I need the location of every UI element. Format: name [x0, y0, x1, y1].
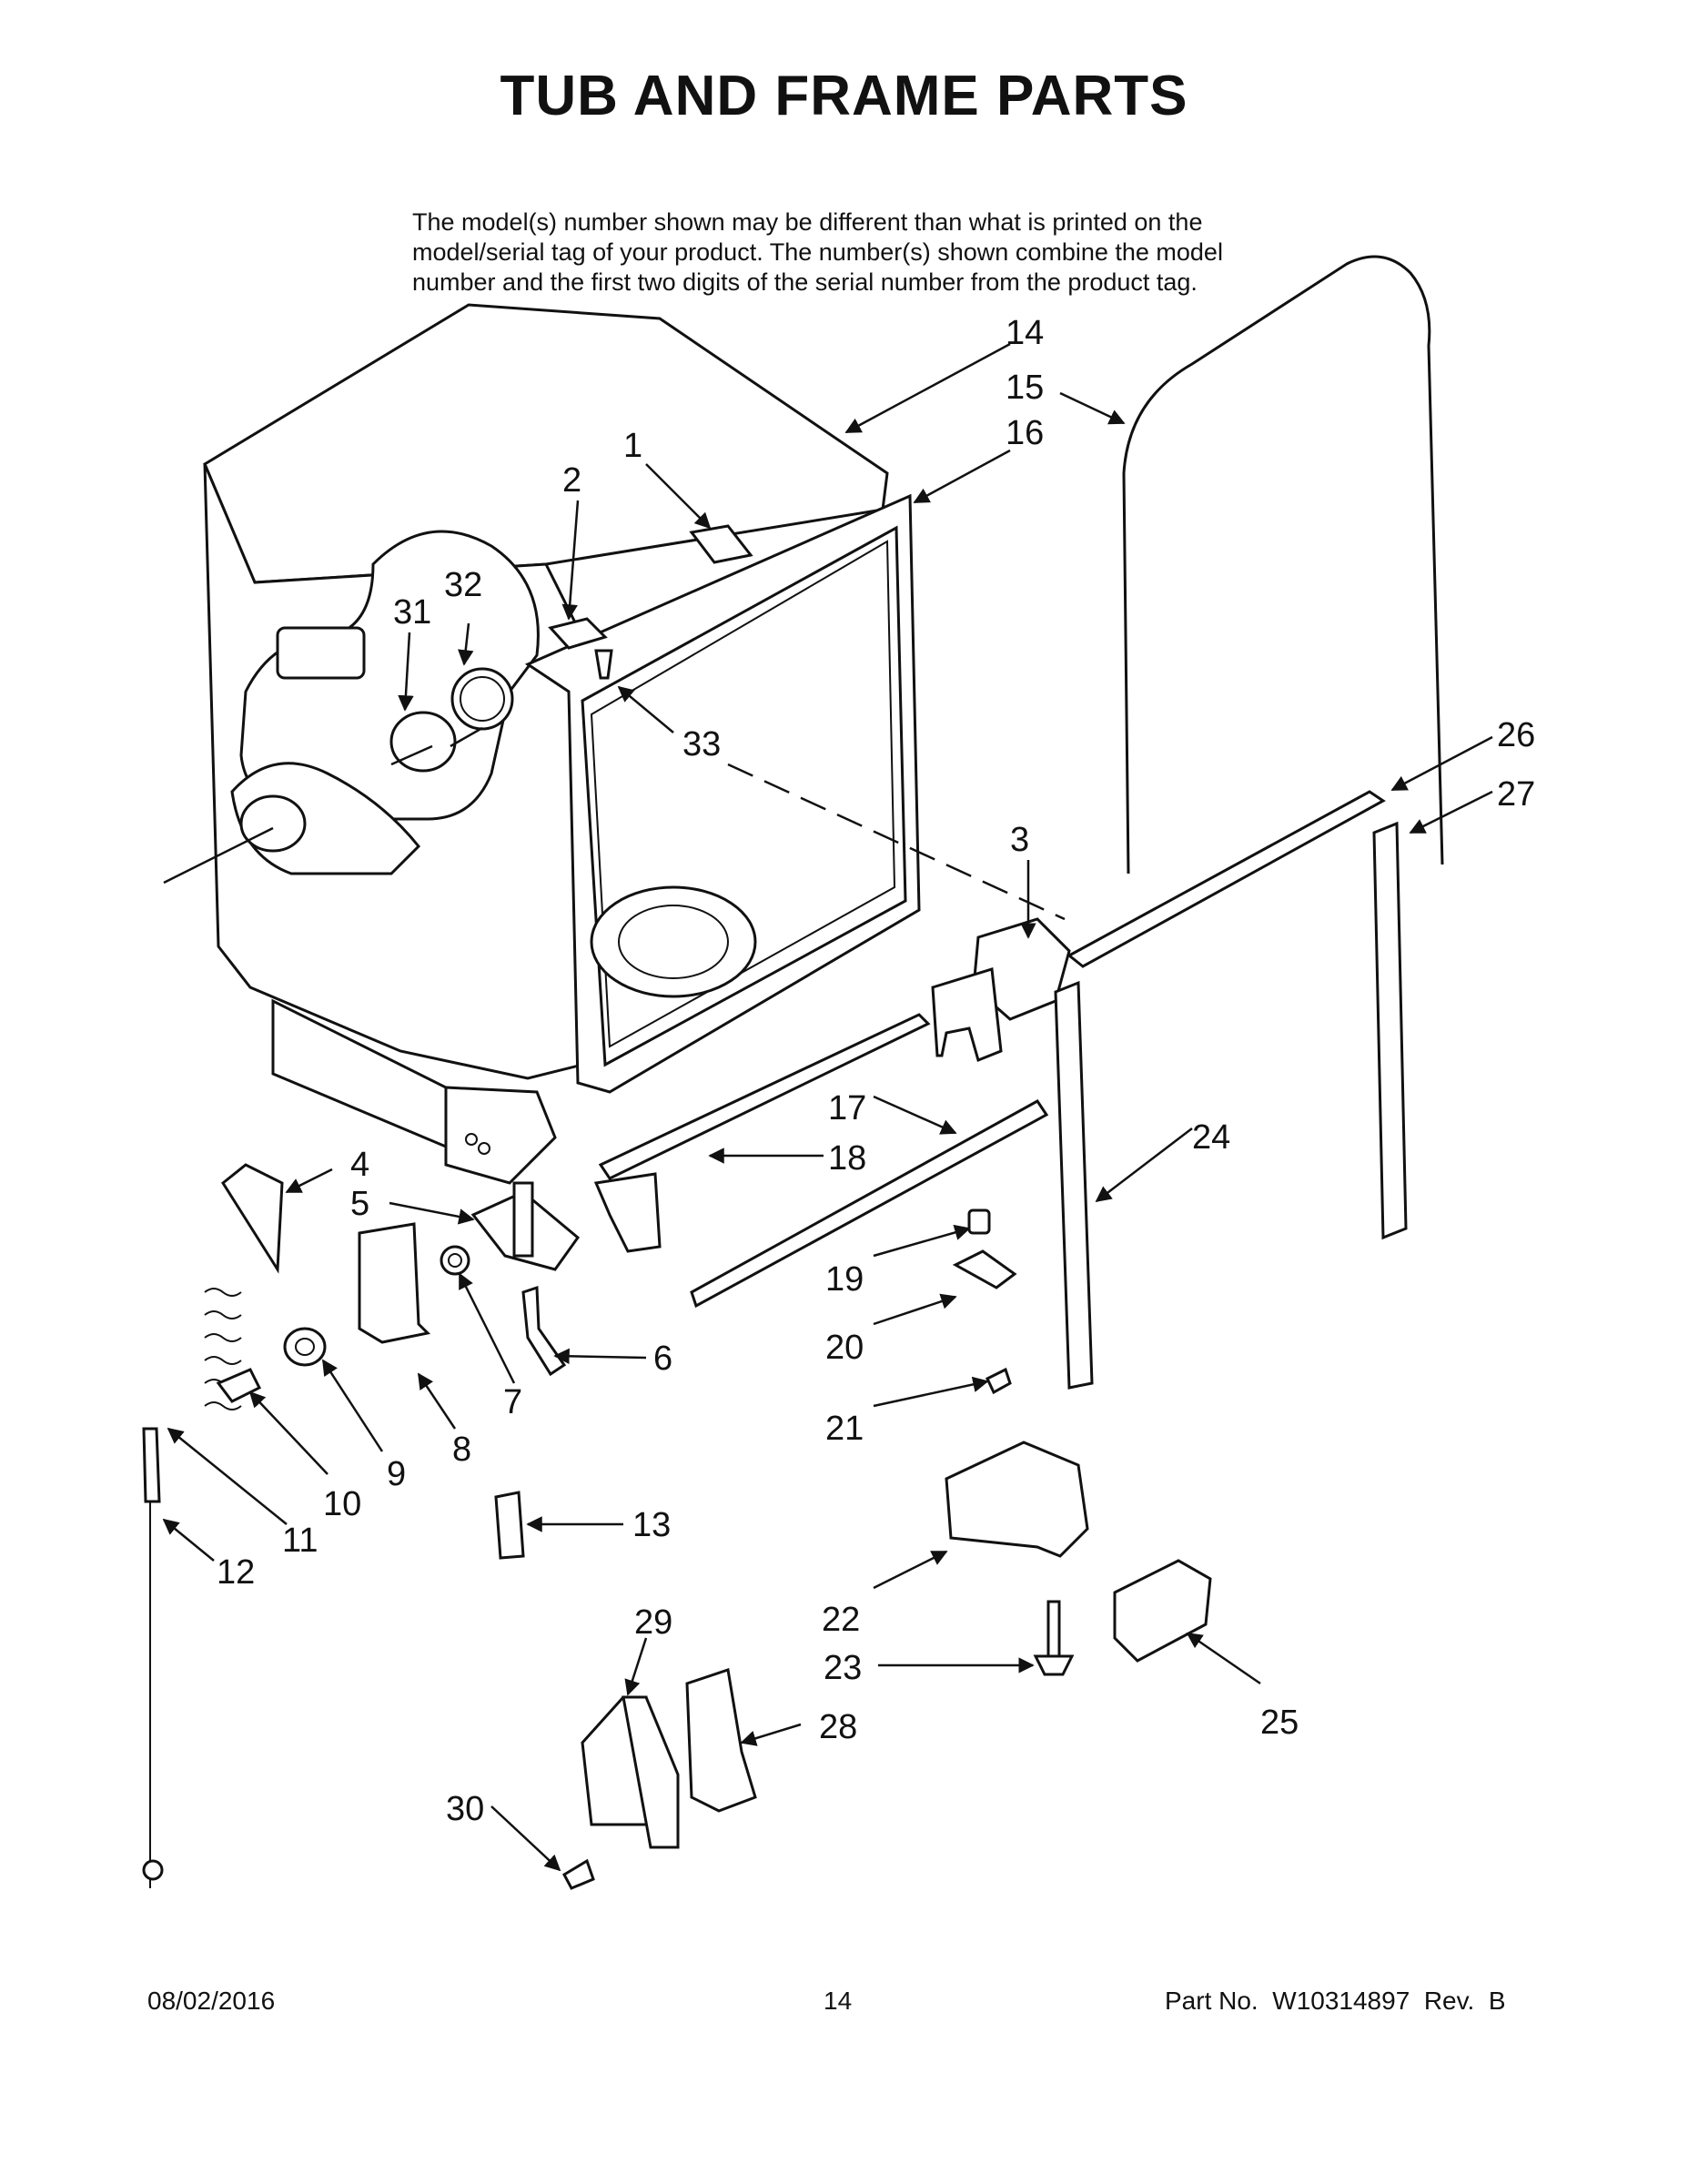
page-title: TUB AND FRAME PARTS [500, 65, 1188, 127]
part-cable-12 [142, 1427, 164, 1888]
notice-line: The model(s) number shown may be differe… [412, 208, 1203, 236]
callout-2: 2 [562, 461, 581, 500]
callout-24: 24 [1192, 1118, 1230, 1157]
footer-page-number: 14 [824, 1987, 853, 2015]
callout-22: 22 [822, 1601, 860, 1639]
callout-28: 28 [819, 1708, 857, 1746]
callout-13: 13 [632, 1506, 671, 1544]
part-strip-26 [1066, 790, 1386, 968]
callout-33: 33 [682, 725, 721, 763]
part-clip-13 [494, 1491, 525, 1560]
callout-26: 26 [1497, 716, 1535, 754]
footer-part-number: Part No. W10314897 Rev. B [1165, 1987, 1506, 2015]
callout-9: 9 [387, 1455, 406, 1493]
callout-labels: 1 2 3 4 5 6 7 8 9 10 11 12 13 14 15 16 1… [217, 314, 1535, 1828]
callout-23: 23 [824, 1649, 862, 1687]
notice-line: number and the first two digits of the s… [412, 268, 1198, 296]
part-rail-17 [690, 1099, 1049, 1309]
callout-20: 20 [825, 1329, 864, 1367]
part-clip-6 [521, 1285, 567, 1377]
callout-19: 19 [825, 1260, 864, 1299]
callout-11: 11 [282, 1522, 318, 1560]
part-leg-23 [1033, 1600, 1075, 1676]
part-bracket-22 [945, 1441, 1089, 1558]
callout-7: 7 [503, 1383, 522, 1421]
part-screw-33 [594, 649, 613, 680]
callout-15: 15 [1006, 369, 1044, 407]
callout-14: 14 [1006, 314, 1044, 352]
callout-32: 32 [444, 566, 482, 604]
part-strip-27 [1372, 821, 1408, 1240]
dishwasher-tub [203, 303, 921, 1185]
part-rail-18 [593, 1013, 931, 1253]
callout-10: 10 [323, 1485, 361, 1523]
callout-16: 16 [1006, 414, 1044, 452]
callout-8: 8 [452, 1431, 471, 1469]
callout-21: 21 [825, 1410, 864, 1448]
callout-29: 29 [634, 1603, 672, 1642]
callout-5: 5 [350, 1185, 369, 1223]
part-side-strip-24 [1054, 980, 1094, 1390]
part-screw-21 [986, 1367, 1012, 1395]
callout-3: 3 [1010, 821, 1029, 859]
part-pulley-9 [283, 1327, 327, 1367]
part-plate-8 [358, 1222, 431, 1344]
part-clip-2 [548, 617, 608, 650]
notice-line: model/serial tag of your product. The nu… [412, 238, 1223, 266]
part-bracket-28 [685, 1668, 757, 1813]
callout-30: 30 [446, 1790, 484, 1828]
callout-25: 25 [1260, 1704, 1299, 1742]
callout-12: 12 [217, 1553, 255, 1592]
callout-31: 31 [393, 593, 431, 632]
part-panel-29 [581, 1695, 680, 1849]
part-door-gasket-15 [1122, 255, 1444, 875]
part-leveler-19 [952, 1208, 1017, 1289]
part-vent-3 [931, 917, 1071, 1063]
part-cover-25 [1113, 1559, 1212, 1663]
callout-6: 6 [653, 1340, 672, 1378]
leader-lines [162, 342, 1493, 1872]
part-pin-10 [216, 1368, 262, 1403]
part-screw-30 [562, 1858, 595, 1890]
callout-4: 4 [350, 1146, 369, 1184]
part-hinge-bracket-1 [689, 524, 753, 564]
footer-date: 08/02/2016 [147, 1987, 276, 2015]
model-number-notice: The model(s) number shown may be differe… [412, 207, 1322, 298]
part-spring-4 [204, 1163, 284, 1410]
callout-27: 27 [1497, 775, 1535, 814]
part-nut-7 [440, 1245, 470, 1276]
callout-1: 1 [623, 427, 642, 465]
part-bracket-5 [470, 1181, 581, 1271]
callout-18: 18 [828, 1139, 866, 1178]
callout-17: 17 [828, 1089, 866, 1127]
